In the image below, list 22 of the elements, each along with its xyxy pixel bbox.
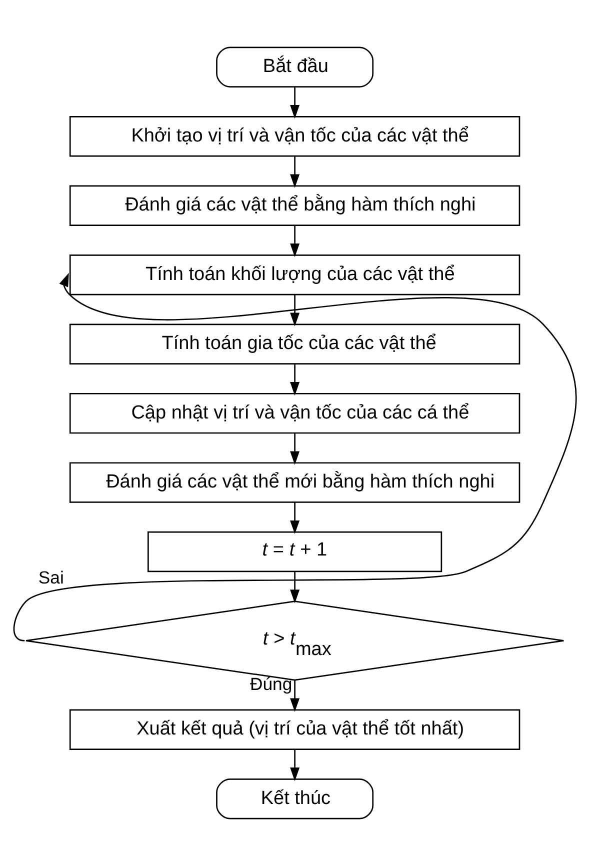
arrow <box>290 572 300 604</box>
arrow <box>290 750 300 782</box>
arrow <box>290 364 300 396</box>
node-box: Tính toán khối lượng của các vật thể <box>69 254 520 296</box>
arrow <box>290 433 300 465</box>
edge-label: Sai <box>38 568 64 588</box>
node-box: Tính toán gia tốc của các vật thể <box>69 324 520 364</box>
node-box: Kết thúc <box>216 778 374 820</box>
node-box: Xuất kết quả (vị trí của vật thể tốt nhất) <box>69 709 520 750</box>
node-box: Bắt đầu <box>216 46 374 88</box>
node-box: Khởi tạo vị trí và vận tốc của các vật thể <box>69 116 520 157</box>
arrow <box>290 502 300 534</box>
arrow <box>290 156 300 188</box>
node-box: Đánh giá các vật thể mới bằng hàm thích nghi <box>69 462 520 503</box>
arrow <box>290 87 300 119</box>
arrow <box>290 225 300 258</box>
arrow <box>290 680 300 712</box>
node-box: Đánh giá các vật thể bằng hàm thích nghi <box>69 185 520 226</box>
arrow <box>290 294 300 326</box>
arrow <box>14 272 576 642</box>
node-box: Cập nhật vị trí và vận tốc của các cá thể <box>69 392 520 434</box>
node-box: t = t + 1 <box>148 531 442 572</box>
